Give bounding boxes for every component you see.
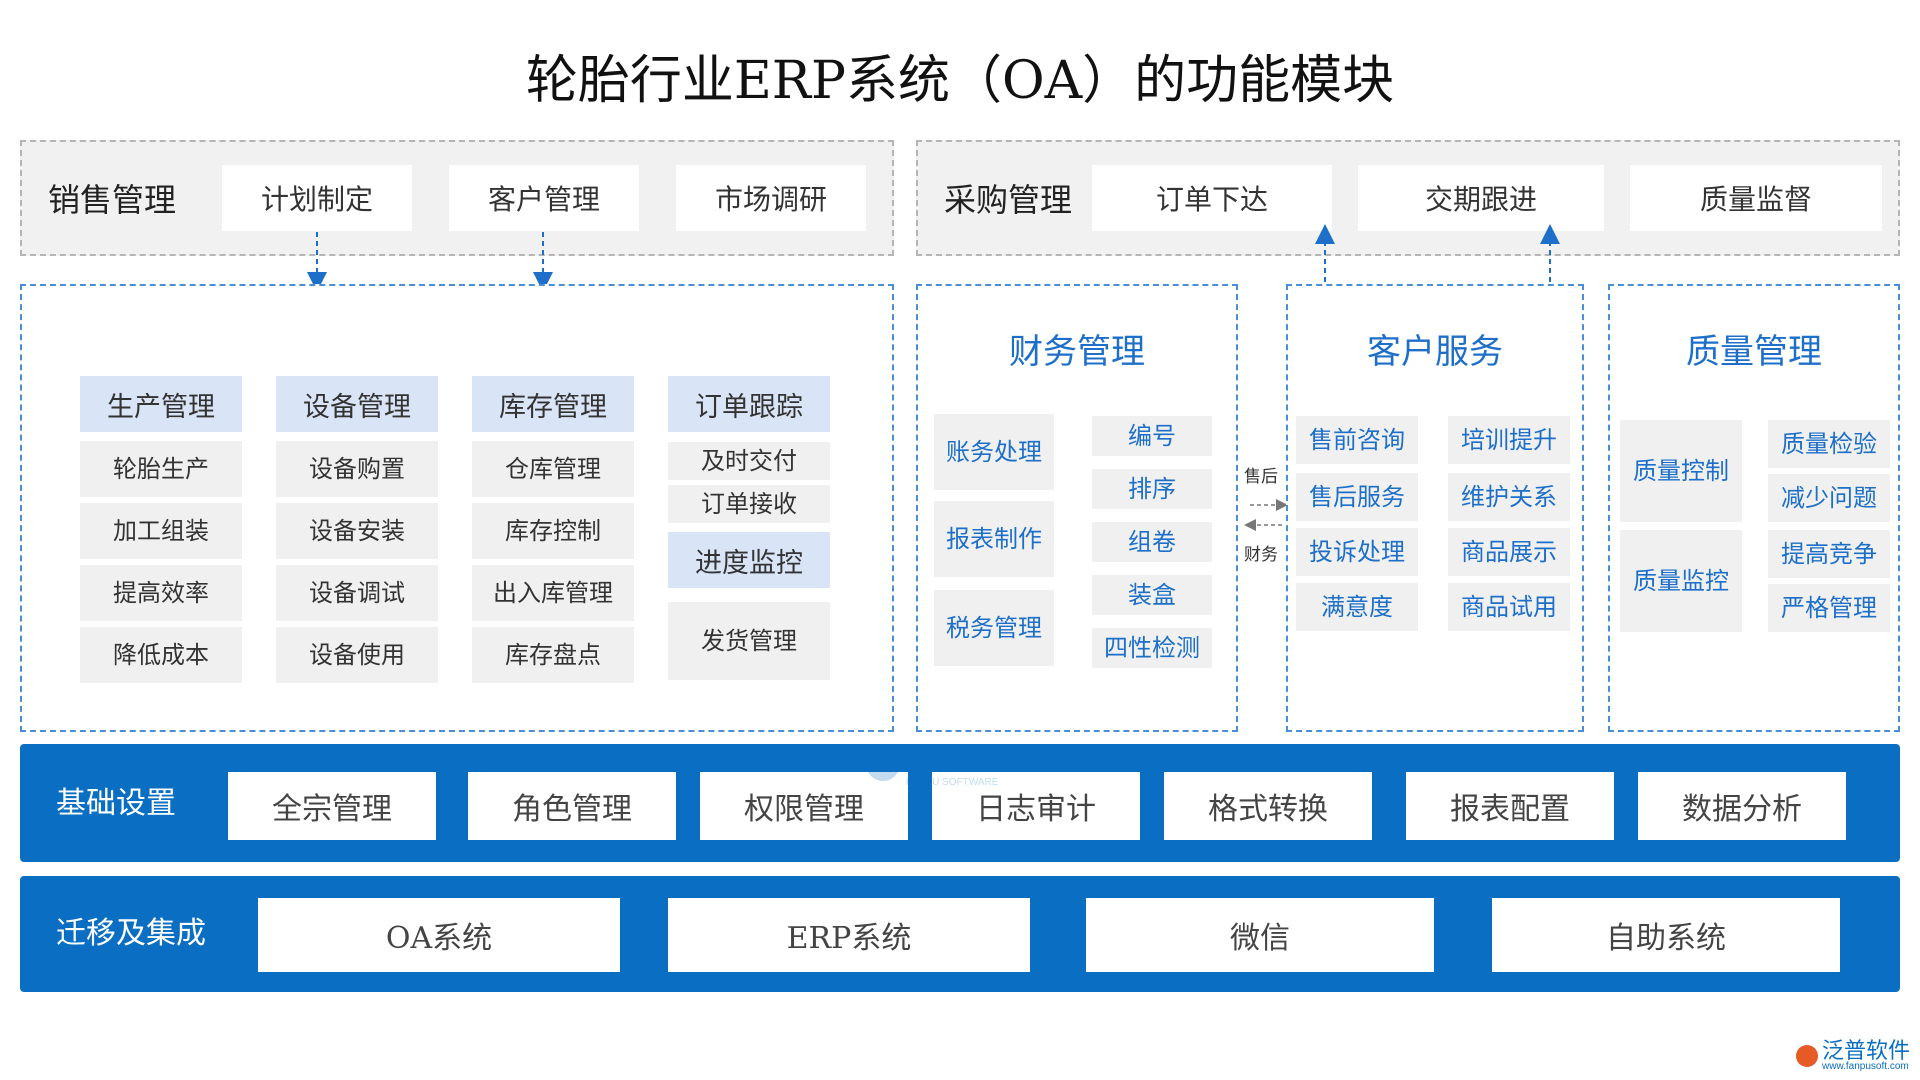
production-header[interactable]: 生产管理 xyxy=(80,376,242,432)
finance-left-item[interactable]: 税务管理 xyxy=(934,590,1054,666)
quality-left-item[interactable]: 质量控制 xyxy=(1620,420,1742,522)
page-title: 轮胎行业ERP系统（OA）的功能模块 xyxy=(525,51,1395,111)
logo-icon xyxy=(866,747,900,781)
corner-logo-url: www.fanpusoft.com xyxy=(1822,1061,1909,1072)
sales-item-research[interactable]: 市场调研 xyxy=(676,165,866,231)
purchase-item-order[interactable]: 订单下达 xyxy=(1092,165,1332,231)
inventory-item[interactable]: 库存控制 xyxy=(472,503,634,559)
sales-item-customer[interactable]: 客户管理 xyxy=(449,165,639,231)
equipment-item[interactable]: 设备调试 xyxy=(276,565,438,621)
order-item[interactable]: 订单接收 xyxy=(668,485,830,523)
finance-left-item[interactable]: 报表制作 xyxy=(934,501,1054,577)
quality-right-item[interactable]: 质量检验 xyxy=(1768,420,1890,468)
customer-service-title: 客户服务 xyxy=(1367,332,1503,372)
basic-item[interactable]: 全宗管理 xyxy=(228,772,436,840)
watermark-subtext: FANPU SOFTWARE xyxy=(906,777,999,788)
migration-item[interactable]: 微信 xyxy=(1086,898,1434,972)
customer-right-item[interactable]: 培训提升 xyxy=(1448,416,1570,464)
customer-left-item[interactable]: 满意度 xyxy=(1296,583,1418,631)
sales-item-plan[interactable]: 计划制定 xyxy=(222,165,412,231)
quality-right-item[interactable]: 严格管理 xyxy=(1768,584,1890,632)
production-item[interactable]: 提高效率 xyxy=(80,565,242,621)
equipment-item[interactable]: 设备使用 xyxy=(276,627,438,683)
migration-label: 迁移及集成 xyxy=(56,916,206,951)
quality-right-item[interactable]: 提高竞争 xyxy=(1768,530,1890,578)
progress-monitor-header[interactable]: 进度监控 xyxy=(668,532,830,588)
watermark-center: 泛普软件 FANPU SOFTWARE xyxy=(866,740,1010,788)
finance-right-item[interactable]: 装盒 xyxy=(1092,575,1212,615)
equipment-item[interactable]: 设备购置 xyxy=(276,441,438,497)
customer-left-item[interactable]: 售后服务 xyxy=(1296,473,1418,521)
customer-left-item[interactable]: 售前咨询 xyxy=(1296,416,1418,464)
migration-item[interactable]: 自助系统 xyxy=(1492,898,1840,972)
finance-right-item[interactable]: 排序 xyxy=(1092,469,1212,509)
arrow-label-after-sales: 售后 xyxy=(1244,467,1278,487)
purchase-management-label: 采购管理 xyxy=(944,181,1073,219)
equipment-item[interactable]: 设备安装 xyxy=(276,503,438,559)
production-item[interactable]: 加工组装 xyxy=(80,503,242,559)
migration-item[interactable]: OA系统 xyxy=(258,898,620,972)
customer-right-item[interactable]: 商品展示 xyxy=(1448,528,1570,576)
production-item[interactable]: 轮胎生产 xyxy=(80,441,242,497)
finance-title: 财务管理 xyxy=(1009,332,1145,372)
production-item[interactable]: 降低成本 xyxy=(80,627,242,683)
purchase-item-delivery[interactable]: 交期跟进 xyxy=(1358,165,1604,231)
sales-management-label: 销售管理 xyxy=(48,181,177,219)
customer-left-item[interactable]: 投诉处理 xyxy=(1296,528,1418,576)
basic-item[interactable]: 报表配置 xyxy=(1406,772,1614,840)
finance-right-item[interactable]: 组卷 xyxy=(1092,522,1212,562)
quality-management-title: 质量管理 xyxy=(1686,332,1822,372)
quality-left-item[interactable]: 质量监控 xyxy=(1620,530,1742,632)
logo-icon xyxy=(1796,1045,1818,1067)
inventory-item[interactable]: 出入库管理 xyxy=(472,565,634,621)
inventory-item[interactable]: 库存盘点 xyxy=(472,627,634,683)
corner-logo: 泛普软件 www.fanpusoft.com xyxy=(1796,1040,1910,1072)
quality-right-item[interactable]: 减少问题 xyxy=(1768,474,1890,522)
basic-item[interactable]: 格式转换 xyxy=(1164,772,1372,840)
corner-logo-text: 泛普软件 xyxy=(1822,1038,1911,1063)
order-item[interactable]: 及时交付 xyxy=(668,442,830,480)
finance-right-item[interactable]: 编号 xyxy=(1092,416,1212,456)
basic-settings-label: 基础设置 xyxy=(56,786,176,821)
watermark-text: 泛普软件 xyxy=(906,745,1011,775)
inventory-header[interactable]: 库存管理 xyxy=(472,376,634,432)
customer-right-item[interactable]: 维护关系 xyxy=(1448,473,1570,521)
finance-right-item[interactable]: 四性检测 xyxy=(1092,628,1212,668)
order-tracking-header[interactable]: 订单跟踪 xyxy=(668,376,830,432)
inventory-item[interactable]: 仓库管理 xyxy=(472,441,634,497)
equipment-header[interactable]: 设备管理 xyxy=(276,376,438,432)
order-item[interactable]: 发货管理 xyxy=(668,602,830,680)
basic-item[interactable]: 权限管理 xyxy=(700,772,908,840)
basic-item[interactable]: 角色管理 xyxy=(468,772,676,840)
arrow-label-finance: 财务 xyxy=(1244,545,1278,565)
finance-left-item[interactable]: 账务处理 xyxy=(934,414,1054,490)
basic-item[interactable]: 数据分析 xyxy=(1638,772,1846,840)
purchase-item-quality[interactable]: 质量监督 xyxy=(1630,165,1882,231)
customer-right-item[interactable]: 商品试用 xyxy=(1448,583,1570,631)
basic-item[interactable]: 日志审计 xyxy=(932,772,1140,840)
migration-item[interactable]: ERP系统 xyxy=(668,898,1030,972)
